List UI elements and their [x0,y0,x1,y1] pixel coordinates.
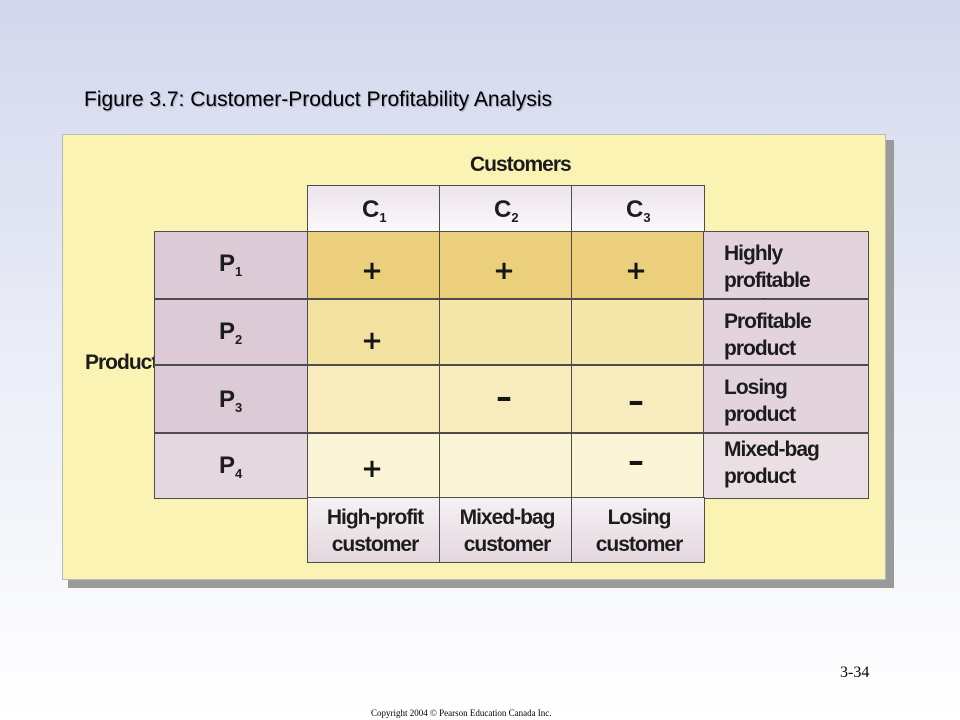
matrix-cell-p4-c3: – [571,433,705,499]
row-description-p3-line2: product [724,403,796,426]
matrix-cell-p4-c2 [439,433,573,499]
column-header-c1-sub: 1 [379,210,387,225]
row-label-p2-sub: 2 [235,332,243,347]
products-label: Products [85,351,169,374]
matrix-cell-p2-c1: + [307,299,441,365]
row-label-p2-name: P [219,318,236,345]
matrix-symbol-p3-c2: – [496,378,512,416]
customer-type-c3: Losing customer [571,497,705,563]
copyright-notice: Copyright 2004 © Pearson Education Canad… [371,708,552,718]
row-description-p3: Losing product [703,365,869,433]
slide-title: Figure 3.7: Customer-Product Profitabili… [84,88,553,111]
row-description-p2: Profitable product [703,299,869,365]
column-header-c3-sub: 3 [643,210,651,225]
matrix-cell-p1-c3: + [571,231,705,299]
column-header-c1: C1 [307,185,441,233]
customer-type-c1: High-profit customer [307,497,441,563]
column-header-c2-name: C [494,196,512,223]
matrix-symbol-p4-c3: – [628,442,644,480]
row-label-p4: P4 [154,433,309,499]
customer-type-c2-line1: Mixed-bag [459,506,556,529]
row-description-p1-line1: Highly profitable [724,242,811,292]
column-header-c1-name: C [362,196,380,223]
matrix-symbol-p4-c1: + [361,454,383,484]
row-label-p1-name: P [219,250,236,277]
matrix-symbol-p1-c1: + [361,256,383,286]
row-description-p4-line1: Mixed-bag [724,438,820,461]
row-description-p2-line1: Profitable [724,310,812,333]
matrix-cell-p1-c2: + [439,231,573,299]
column-header-c2-sub: 2 [511,210,519,225]
row-description-p1: Highly profitable product [703,231,869,319]
row-label-p1: P1 [154,231,309,299]
slide-number: 3-34 [840,664,870,681]
customer-type-c3-line2: customer [595,533,684,556]
matrix-symbol-p1-c2: + [493,256,515,286]
matrix-cell-p2-c2 [439,299,573,365]
diagram-panel: Customers Products C1 C2 C3 P1 + + + Hig… [62,134,886,580]
matrix-cell-p3-c3: – [571,365,705,433]
row-label-p3-name: P [219,386,236,413]
customer-type-c1-line1: High-profit [326,506,424,529]
row-label-p4-sub: 4 [235,466,243,481]
matrix-symbol-p3-c3: – [628,382,644,420]
customer-type-c3-line1: Losing [607,506,672,529]
matrix-symbol-p1-c3: + [625,256,647,286]
column-header-c3: C3 [571,185,705,233]
column-header-c3-name: C [626,196,644,223]
row-label-p3: P3 [154,365,309,433]
row-label-p2: P2 [154,299,309,365]
row-label-p1-sub: 1 [235,264,243,279]
customer-type-c1-line2: customer [331,533,420,556]
row-label-p4-name: P [219,452,236,479]
matrix-cell-p1-c1: + [307,231,441,299]
matrix-cell-p4-c1: + [307,433,441,499]
matrix-cell-p3-c1 [307,365,441,433]
matrix-cell-p2-c3 [571,299,705,365]
row-description-p4: Mixed-bag product [703,433,869,499]
customers-heading: Customers [470,153,572,176]
row-description-p4-line2: product [724,465,796,488]
row-label-p3-sub: 3 [235,400,243,415]
matrix-cell-p3-c2: – [439,365,573,433]
row-description-p2-line2: product [724,337,796,360]
customer-type-c2: Mixed-bag customer [439,497,573,563]
matrix-symbol-p2-c1: + [361,326,383,356]
customer-type-c2-line2: customer [463,533,552,556]
row-description-p3-line1: Losing [724,376,788,399]
column-header-c2: C2 [439,185,573,233]
